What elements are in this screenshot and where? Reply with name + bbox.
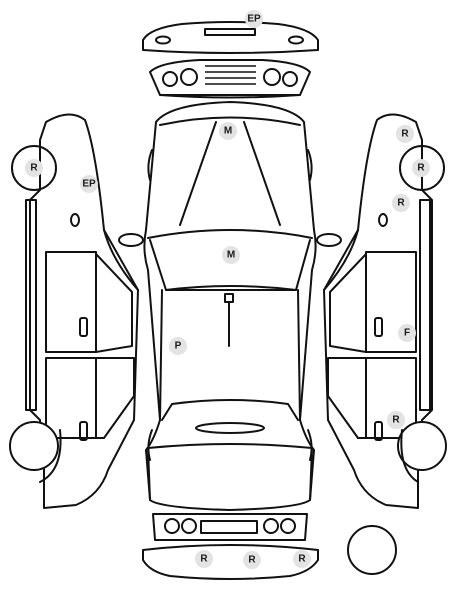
svg-text:M: M	[224, 126, 232, 137]
marker-left-front-fender[interactable]: EP	[80, 175, 98, 193]
svg-text:R: R	[298, 554, 306, 565]
svg-text:P: P	[175, 341, 182, 352]
marker-roof[interactable]: P	[169, 337, 187, 355]
rear-panel-part[interactable]	[149, 59, 311, 99]
marker-front-bumper-center[interactable]: R	[243, 551, 261, 569]
marker-right-front-fender[interactable]: R	[392, 194, 410, 212]
car-top-view[interactable]	[118, 101, 342, 511]
svg-text:M: M	[227, 250, 235, 261]
marker-windshield[interactable]: M	[222, 246, 240, 264]
marker-top-rear-bumper[interactable]: EP	[245, 10, 263, 28]
svg-text:R: R	[401, 129, 409, 140]
svg-text:R: R	[417, 163, 425, 174]
svg-text:EP: EP	[82, 179, 96, 190]
svg-text:EP: EP	[247, 14, 261, 25]
marker-right-front-wheel[interactable]: R	[412, 159, 430, 177]
marker-right-front-wheel-upper[interactable]: R	[396, 125, 414, 143]
marker-right-front-door[interactable]: F	[398, 324, 416, 342]
left-side-view[interactable]	[9, 113, 139, 509]
spare-wheel[interactable]	[347, 525, 397, 575]
rear-bumper-part[interactable]	[142, 21, 319, 54]
front-panel-part[interactable]	[152, 513, 308, 541]
right-side-view[interactable]	[323, 113, 447, 509]
svg-text:R: R	[248, 555, 256, 566]
front-bumper-part[interactable]	[142, 544, 319, 580]
svg-text:R: R	[392, 415, 400, 426]
marker-right-rear-wheel[interactable]: R	[387, 411, 405, 429]
marker-hood[interactable]: M	[219, 122, 237, 140]
marker-left-front-wheel[interactable]: R	[25, 159, 43, 177]
svg-text:R: R	[30, 163, 38, 174]
svg-text:R: R	[200, 554, 208, 565]
marker-front-bumper-left[interactable]: R	[195, 550, 213, 568]
svg-text:F: F	[404, 328, 410, 339]
svg-text:R: R	[397, 198, 405, 209]
marker-front-bumper-right[interactable]: R	[293, 550, 311, 568]
